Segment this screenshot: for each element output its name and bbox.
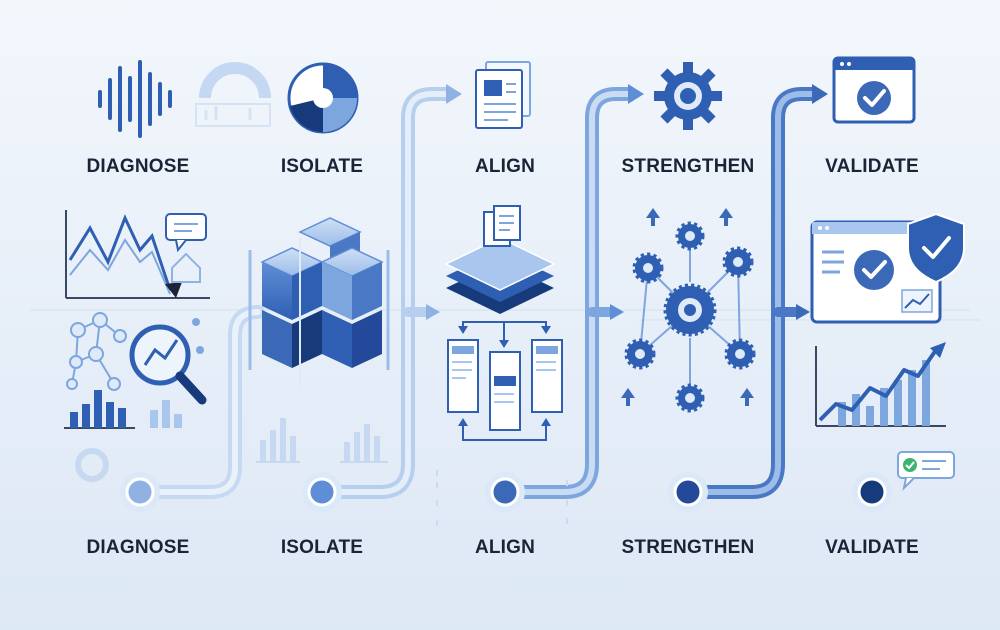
isolate-bar-charts [256, 418, 388, 463]
checkmark-window-icon [832, 56, 916, 124]
stage-label-bottom-align: ALIGN [474, 537, 536, 558]
panel-columns-icon [447, 321, 563, 441]
node-validate [852, 472, 892, 512]
stage-label-top-isolate: ISOLATE [280, 156, 364, 177]
stage-label-bottom-diagnose: DIAGNOSE [86, 537, 190, 558]
document-icon [475, 61, 531, 129]
stage-label-bottom-strengthen: STRENGTHEN [621, 537, 755, 558]
flow-connector-1 [133, 305, 265, 499]
stage-label-top-align: ALIGN [474, 156, 536, 177]
waveform-icon [98, 60, 172, 138]
chat-check-icon [897, 451, 955, 492]
gear-icon [654, 62, 722, 130]
gear-network-icon [621, 208, 756, 413]
network-icon [66, 312, 127, 391]
donut-icon [75, 448, 109, 482]
magnifier-icon [129, 318, 207, 405]
node-align [485, 472, 525, 512]
stage-label-bottom-validate: VALIDATE [825, 537, 919, 558]
flow-connector-3 [498, 84, 644, 499]
shield-check-icon [907, 212, 965, 284]
stage-label-bottom-isolate: ISOLATE [280, 537, 364, 558]
growth-chart-icon [815, 342, 946, 427]
stage-label-top-diagnose: DIAGNOSE [86, 156, 190, 177]
node-isolate [302, 472, 342, 512]
binary-stream [436, 470, 568, 526]
pie-chart-icon [287, 62, 359, 134]
stage-label-top-validate: VALIDATE [825, 156, 919, 177]
flow-connector-4 [681, 84, 828, 499]
node-diagnose [120, 472, 160, 512]
cube-stack-icon [248, 217, 390, 390]
chat-bubble-icon [165, 213, 207, 253]
flow-connector-2 [315, 84, 462, 499]
gauge-icon [195, 62, 271, 127]
stage-label-top-strengthen: STRENGTHEN [621, 156, 755, 177]
node-strengthen [668, 472, 708, 512]
line-chart-icon [65, 210, 210, 299]
bar-chart-icon [64, 390, 182, 429]
layer-stack-icon [444, 205, 556, 314]
